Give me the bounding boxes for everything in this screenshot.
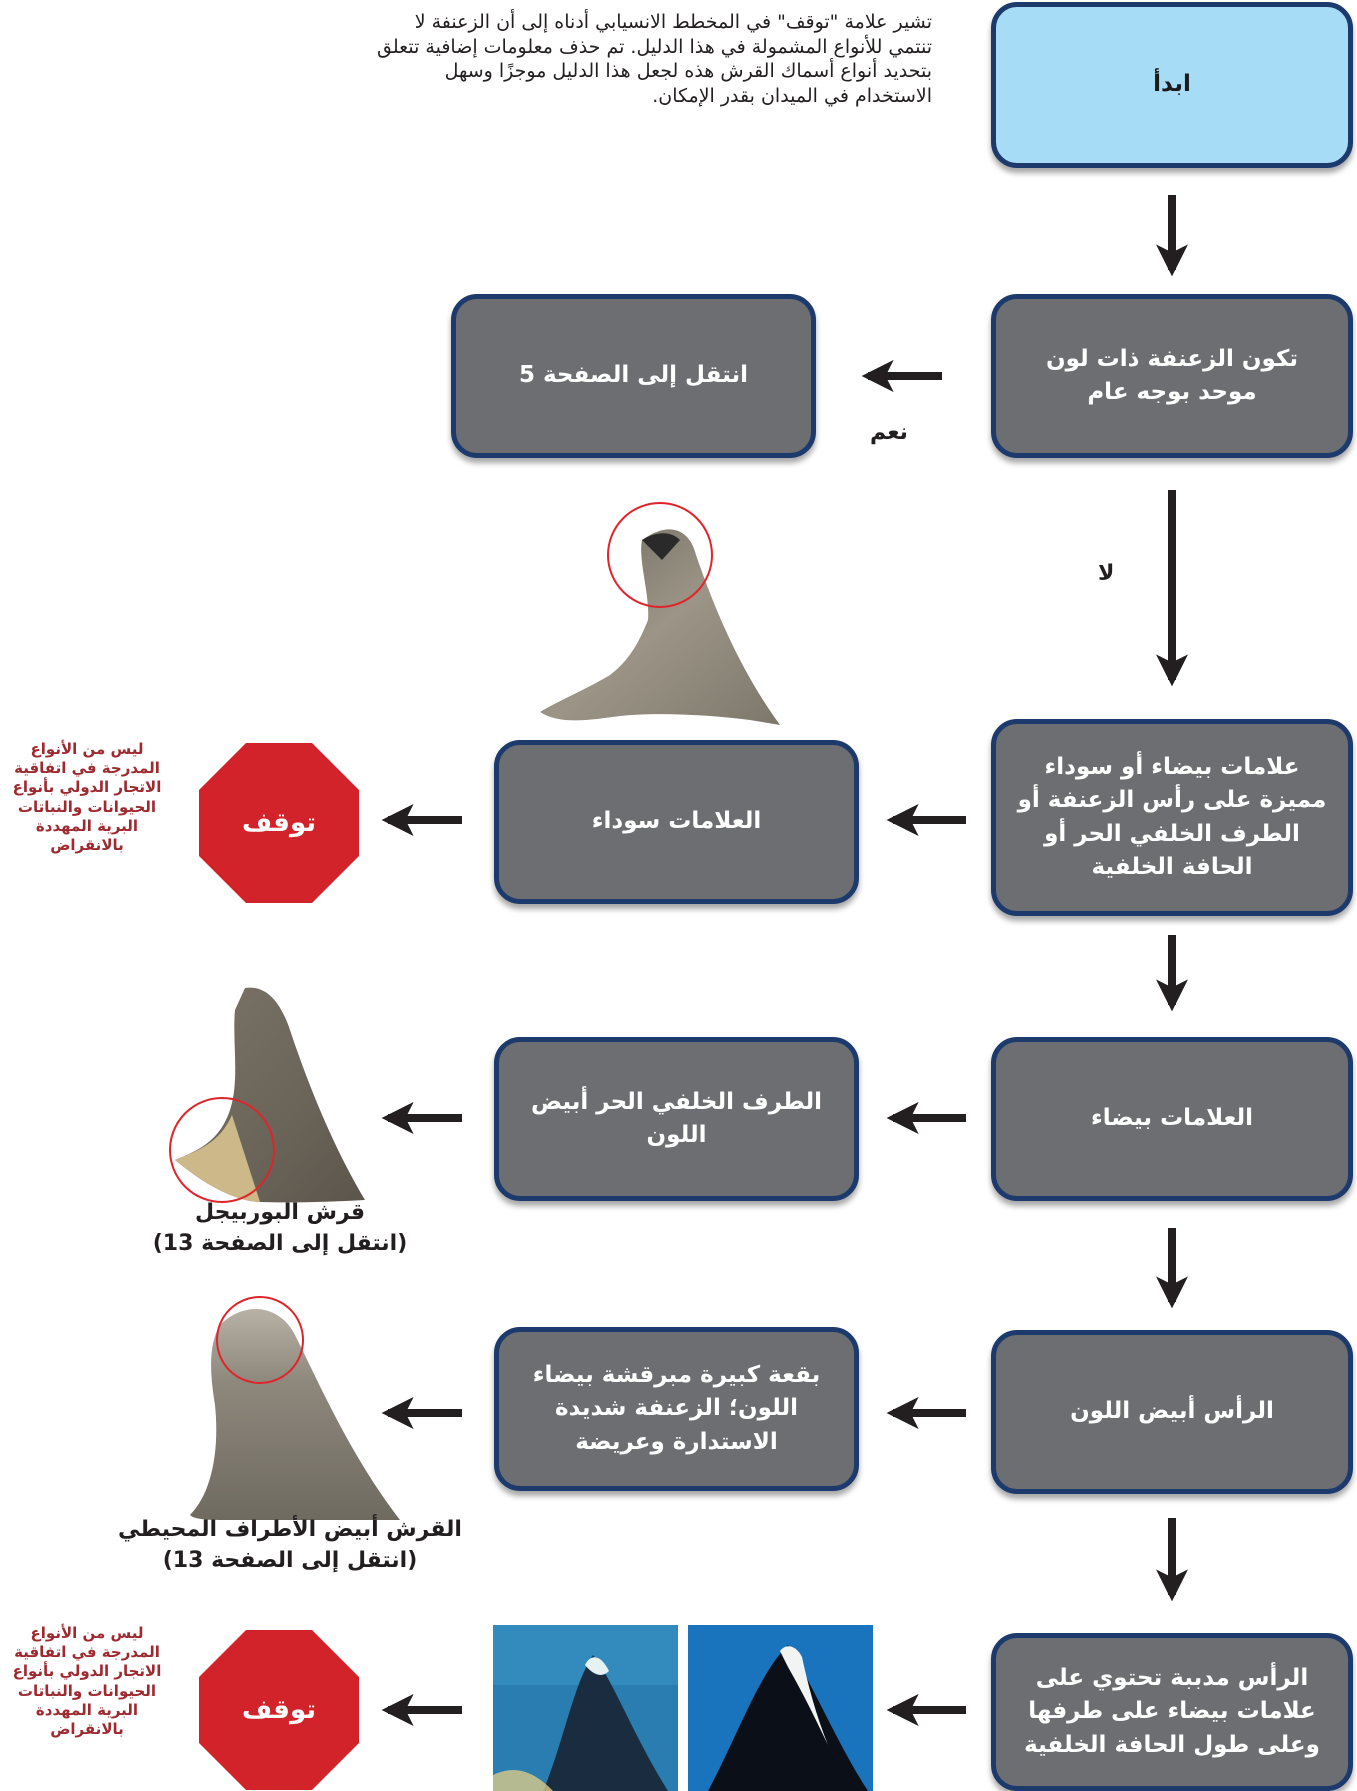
- highlight-circle: [216, 1296, 304, 1384]
- oceanic-whitetip-name: القرش أبيض الأطراف المحيطي: [118, 1517, 462, 1542]
- start-node: ابدأ: [991, 2, 1353, 168]
- fin-image-black-tip: [540, 502, 780, 725]
- distinct-markings-node: علامات بيضاء أو سوداء مميزة على رأس الزع…: [991, 719, 1353, 916]
- stop-sign-2: توقف: [199, 1630, 359, 1790]
- photo-fin-underwater: [493, 1625, 678, 1791]
- white-markings-node: العلامات بيضاء: [991, 1037, 1353, 1201]
- uniform-color-node: تكون الزعنفة ذات لون موحد بوجه عام: [991, 294, 1353, 458]
- highlight-circle: [607, 502, 713, 608]
- octagon-icon: [199, 1630, 359, 1790]
- free-tip-white-node: الطرف الخلفي الحر أبيض اللون: [494, 1037, 859, 1201]
- stop-note-2: ليس من الأنواع المدرجة في اتفاقية الاتجا…: [12, 1624, 162, 1738]
- stop-label: توقف: [241, 1695, 317, 1725]
- black-markings-node: العلامات سوداء: [494, 740, 859, 904]
- no-label: لا: [1098, 561, 1115, 586]
- stop-label: توقف: [241, 808, 317, 838]
- fin-image-porbeagle: [169, 987, 365, 1203]
- porbeagle-page-link: (انتقل إلى الصفحة 13): [152, 1230, 408, 1256]
- stop-note-1: ليس من الأنواع المدرجة في اتفاقية الاتجا…: [12, 740, 162, 854]
- highlight-circle: [169, 1097, 275, 1203]
- intro-paragraph: تشير علامة "توقف" في المخطط الانسيابي أد…: [377, 11, 932, 108]
- large-mottled-patch-node: بقعة كبيرة مبرقشة بيضاء اللون؛ الزعنفة ش…: [494, 1327, 859, 1491]
- fin-image-oceanic-whitetip: [190, 1296, 400, 1520]
- octagon-icon: [199, 743, 359, 903]
- stop-sign-1: توقف: [199, 743, 359, 903]
- go-page-5-node: انتقل إلى الصفحة 5: [451, 294, 816, 458]
- porbeagle-caption: قرش البوربيجل (انتقل إلى الصفحة 13): [120, 1198, 440, 1260]
- pointed-apex-node: الرأس مدببة تحتوي على علامات بيضاء على ط…: [991, 1633, 1353, 1791]
- porbeagle-name: قرش البوربيجل: [194, 1200, 366, 1225]
- oceanic-whitetip-page-link: (انتقل إلى الصفحة 13): [162, 1547, 418, 1573]
- yes-label: نعم: [870, 420, 908, 445]
- photo-fin-dark: [688, 1625, 873, 1791]
- oceanic-whitetip-caption: القرش أبيض الأطراف المحيطي (انتقل إلى ال…: [110, 1515, 470, 1577]
- apex-white-node: الرأس أبيض اللون: [991, 1330, 1353, 1494]
